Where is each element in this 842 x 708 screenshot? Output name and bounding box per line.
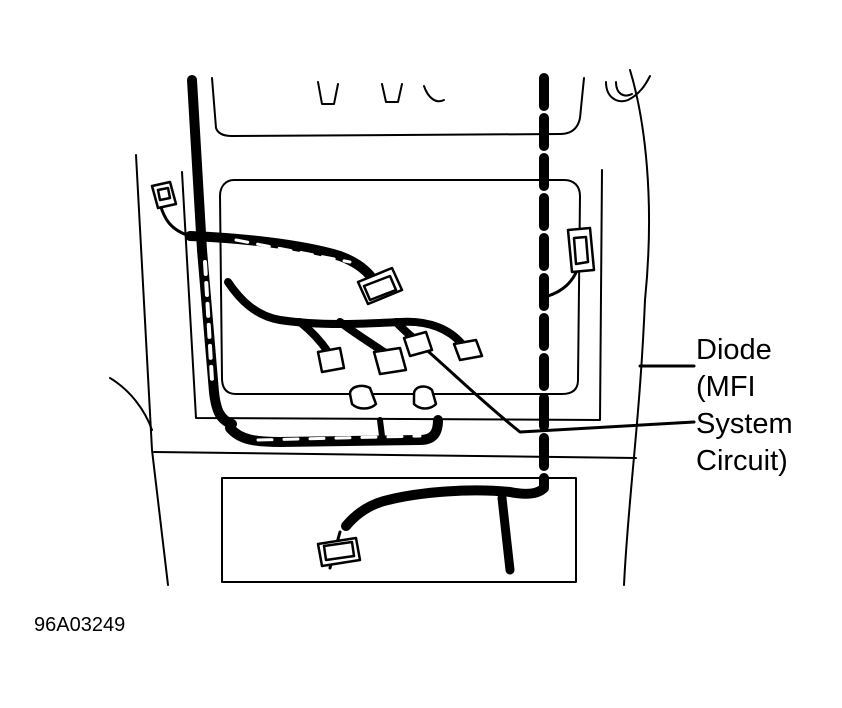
- right-vertical-harness: [341, 73, 549, 575]
- callout-line-2: (MFI: [696, 371, 756, 403]
- connector-right-side: [566, 226, 596, 274]
- connector-left-small: [150, 180, 178, 210]
- left-main-harness: [187, 75, 237, 429]
- diode-connector: [402, 330, 434, 358]
- callout-line-1: Diode: [696, 334, 772, 366]
- callout-line-4: Circuit): [696, 445, 788, 477]
- bottom-harness: [225, 415, 443, 447]
- connector-branch-3: [452, 338, 484, 362]
- lower-panel: [221, 477, 577, 583]
- clips-bottom: [348, 384, 438, 410]
- connector-lower-panel: [316, 536, 362, 568]
- connector-branch-1: [316, 346, 346, 374]
- console-body-outline: [109, 69, 650, 586]
- upper-panel: [211, 75, 651, 137]
- figure-id: 96A03249: [34, 614, 126, 636]
- callout-line-3: System: [696, 408, 793, 440]
- upper-branch-harness: [185, 231, 377, 283]
- connector-upper-branch: [356, 266, 404, 306]
- diode-callout-label: Diode (MFI System Circuit): [696, 332, 793, 480]
- middle-panel: [181, 169, 603, 421]
- connector-branch-2: [372, 346, 408, 376]
